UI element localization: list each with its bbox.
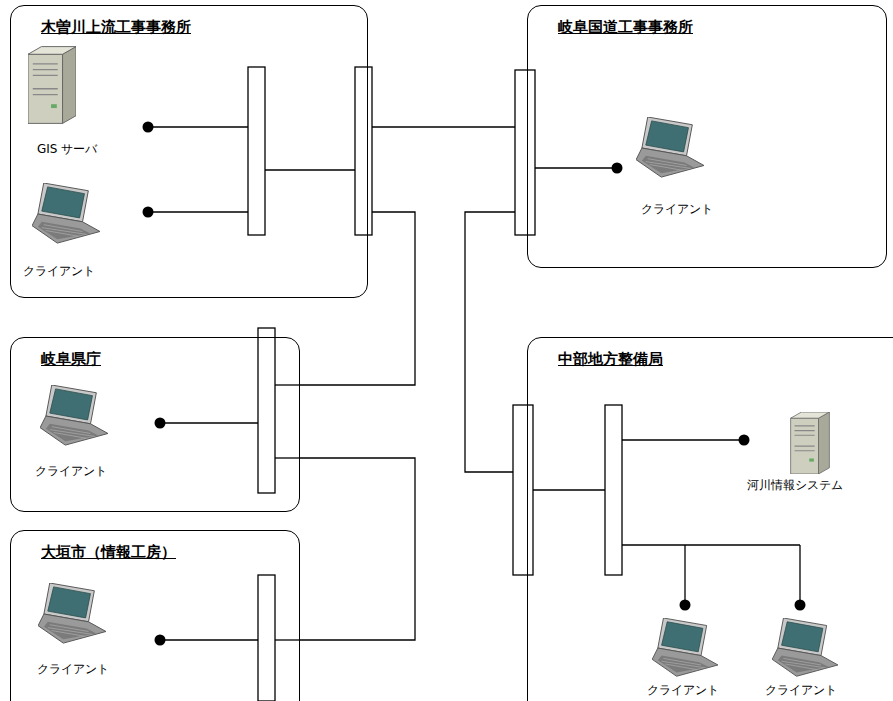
device-node: 河川情報システム [747,477,843,494]
office-box: 岐阜県庁クライアント [10,337,300,512]
network-link [300,212,415,385]
device-label: クライアント [641,202,713,216]
device-node: クライアント [765,682,837,699]
device-label: GIS サーバ [37,142,97,156]
device-node: クライアント [37,661,109,678]
device-label: クライアント [647,683,719,697]
device-label: クライアント [23,264,95,278]
device-node: クライアント [23,263,95,280]
office-box: 中部地方整備局河川情報システムクライアント クライアント [527,337,893,701]
laptop-icon [772,618,838,676]
device-node: GIS サーバ [37,141,97,158]
laptop-icon [38,583,106,643]
laptop-icon [32,183,100,243]
device-label: クライアント [35,464,107,478]
port-dot [143,122,806,646]
server-icon [791,412,830,474]
device-label: 河川情報システム [747,478,843,492]
device-label: クライアント [37,662,109,676]
network-link [300,458,415,640]
office-title: 岐阜県庁 [41,350,329,369]
hub [248,67,622,701]
laptop-icon [636,117,704,177]
office-title: 岐阜国道工事事務所 [558,18,893,37]
network-link [368,126,527,127]
device-node: クライアント [647,682,719,699]
laptop-icon [652,618,718,676]
office-title: 大垣市（情報工房） [41,543,329,562]
office-box: 岐阜国道工事事務所クライアント [527,5,887,268]
office-box: 大垣市（情報工房）クライアント [10,530,300,701]
device-node: クライアント [641,201,713,218]
network-link [465,212,515,472]
device-node: クライアント [35,463,107,480]
office-title: 中部地方整備局 [558,350,893,369]
office-title: 木曽川上流工事事務所 [41,18,397,37]
office-box: 木曽川上流工事事務所GIS サーバクライアント [10,5,368,298]
server-icon [28,47,76,124]
laptop-icon [40,385,108,445]
device-label: クライアント [765,683,837,697]
